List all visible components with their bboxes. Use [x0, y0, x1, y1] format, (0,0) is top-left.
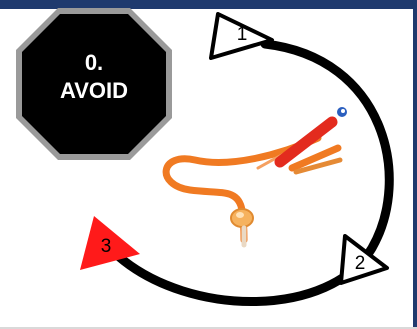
step-label-1: 1 [236, 24, 248, 45]
step-marker-1 [209, 12, 274, 60]
step-label-3: 3 [100, 236, 112, 257]
stop-sign-number: 0. [84, 50, 104, 75]
catheter-image [162, 107, 347, 248]
stop-sign-face [22, 14, 166, 154]
step-marker-2 [339, 234, 389, 285]
top-bar [0, 0, 417, 9]
bottom-frame-edge [0, 327, 417, 329]
right-frame-edge [413, 0, 417, 329]
step-marker-3 [80, 216, 140, 270]
cycle-arrow-path [113, 39, 394, 306]
stop-sign-word: AVOID [59, 78, 129, 103]
step-label-2: 2 [354, 253, 366, 274]
